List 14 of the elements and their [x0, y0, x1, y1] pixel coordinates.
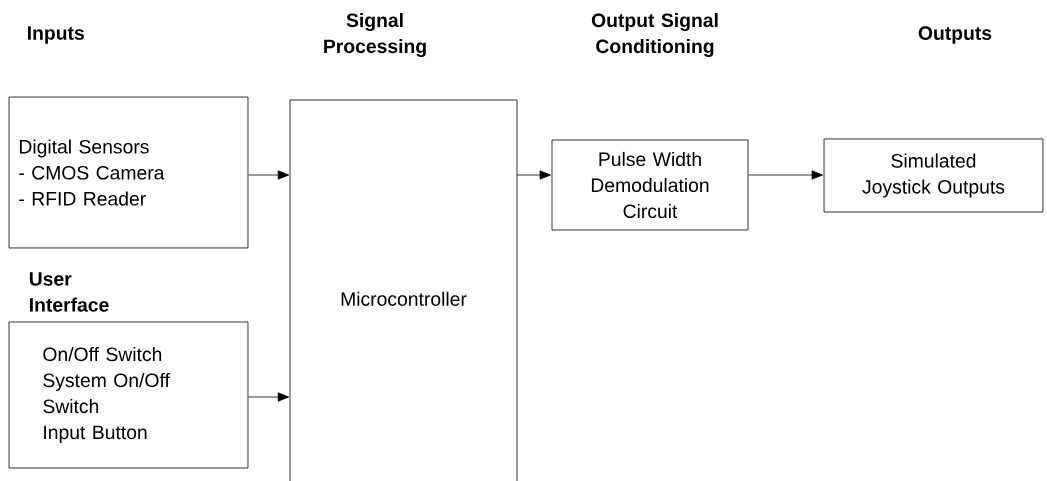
arrow	[248, 392, 290, 402]
column-heading: Signal Processing	[324, 12, 426, 58]
circuit-box: Pulse Width Demodulation Circuit	[551, 139, 749, 231]
column-heading: Inputs	[28, 26, 84, 44]
input-box: On/Off Switch System On/Off Switch Input Button	[8, 321, 249, 469]
arrow	[248, 170, 290, 180]
output-box: Simulated Joystick Outputs	[823, 138, 1044, 213]
column-heading: Output Signal Conditioning	[591, 12, 718, 58]
arrow	[516, 170, 551, 180]
input-box: Digital Sensors - CMOS Camera - RFID Reader	[8, 96, 249, 249]
arrow	[748, 170, 823, 180]
heading: User Interface	[29, 272, 109, 312]
column-heading: Outputs	[918, 26, 992, 44]
processor-box: Microcontroller	[289, 99, 518, 481]
